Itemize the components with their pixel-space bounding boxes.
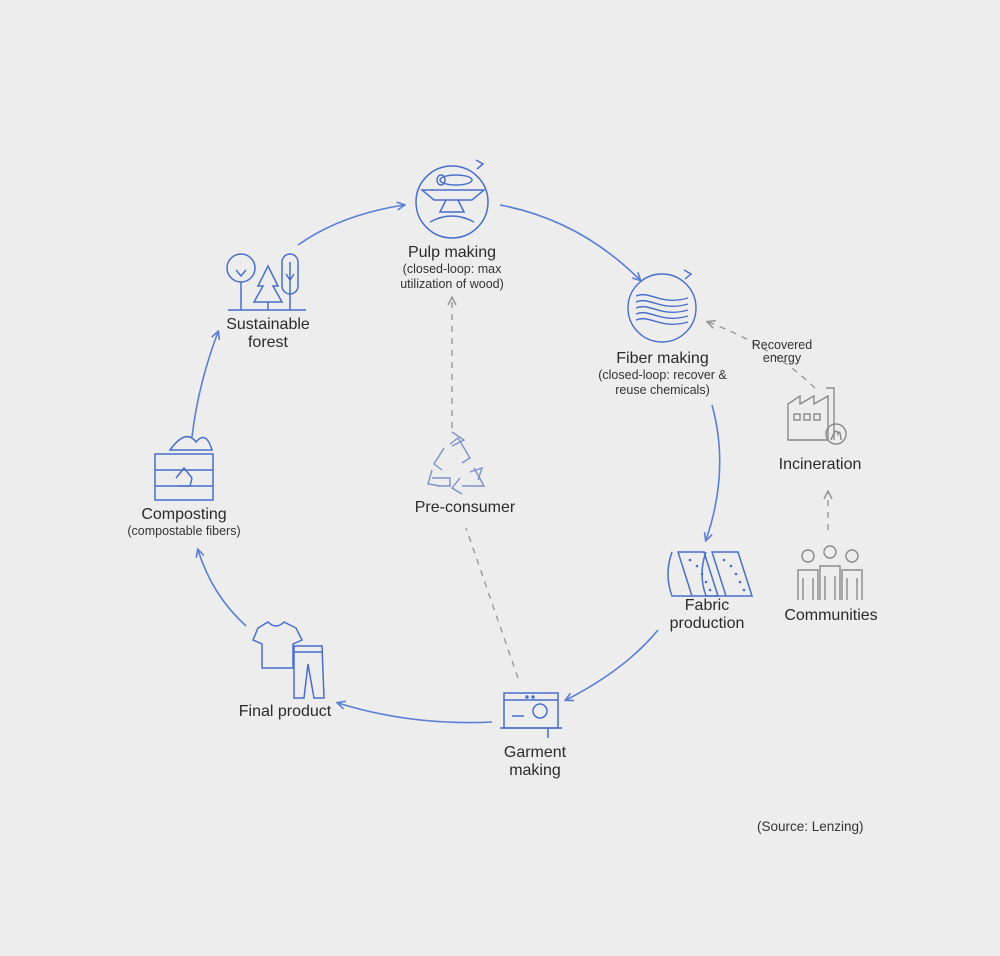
source-caption: (Source: Lenzing) xyxy=(757,819,864,834)
recovered-energy-line-1: Recovered xyxy=(751,338,813,352)
incineration-title: Incineration xyxy=(778,456,862,473)
dashed-arrow-incineration-to-fiber xyxy=(708,322,816,389)
composting-label: Composting (compostable fibers) xyxy=(100,506,268,539)
communities-label: Communities xyxy=(770,607,892,625)
arrow-composting-to-forest xyxy=(191,332,218,438)
recycle-icon xyxy=(427,431,486,495)
composting-title: Composting xyxy=(141,506,227,523)
fiber-making-subtitle-2: reuse chemicals) xyxy=(615,382,710,397)
garment-making-title-2: making xyxy=(509,762,561,780)
fabric-production-label: Fabric production xyxy=(652,597,762,634)
fiber-icon xyxy=(627,269,697,343)
fiber-making-subtitle-1: (closed-loop: recover & xyxy=(598,368,727,383)
compost-crate-icon xyxy=(154,435,214,501)
arrow-fabric-to-garment xyxy=(566,629,659,700)
people-icon xyxy=(797,545,863,600)
trees-icon xyxy=(226,253,306,311)
incineration-label: Incineration xyxy=(760,456,880,474)
final-product-label: Final product xyxy=(215,703,355,721)
sustainable-forest-label: Sustainable forest xyxy=(208,316,328,353)
pulp-making-subtitle-1: (closed-loop: max xyxy=(402,262,502,277)
pulp-making-label: Pulp making (closed-loop: max utilizatio… xyxy=(352,244,552,291)
pre-consumer-label: Pre-consumer xyxy=(395,499,535,517)
garment-making-label: Garment making xyxy=(480,744,590,781)
fiber-making-title: Fiber making xyxy=(616,350,709,367)
arrow-pulp-to-fiber xyxy=(499,204,640,280)
dashed-arrow-garment-to-preconsumer xyxy=(465,527,519,679)
composting-subtitle: (compostable fibers) xyxy=(127,524,241,539)
pulp-making-title: Pulp making xyxy=(407,244,497,261)
recovered-energy-label: Recovered energy xyxy=(732,339,832,364)
final-product-title: Final product xyxy=(238,703,332,720)
pulp-making-subtitle-2: utilization of wood) xyxy=(400,276,504,291)
clothing-icon xyxy=(252,621,325,699)
fabric-production-title-2: production xyxy=(669,615,745,633)
arrow-fiber-to-fabric xyxy=(706,404,721,540)
communities-title: Communities xyxy=(784,607,878,624)
factory-icon xyxy=(787,387,847,445)
recovered-energy-line-2: energy xyxy=(762,350,802,365)
pulp-wood-icon xyxy=(415,159,489,239)
sewing-machine-icon xyxy=(500,692,562,738)
fiber-making-label: Fiber making (closed-loop: recover & reu… xyxy=(560,350,765,397)
garment-making-title-1: Garment xyxy=(503,744,567,761)
arrow-final-to-composting xyxy=(198,550,247,627)
arrow-forest-to-pulp xyxy=(297,205,404,246)
pre-consumer-title: Pre-consumer xyxy=(414,499,516,516)
fabric-rolls-icon xyxy=(667,551,754,597)
arrow-garment-to-final xyxy=(338,703,493,724)
sustainable-forest-title-2: forest xyxy=(247,334,288,352)
fabric-production-title-1: Fabric xyxy=(684,597,730,614)
sustainable-forest-title-1: Sustainable xyxy=(226,316,310,333)
